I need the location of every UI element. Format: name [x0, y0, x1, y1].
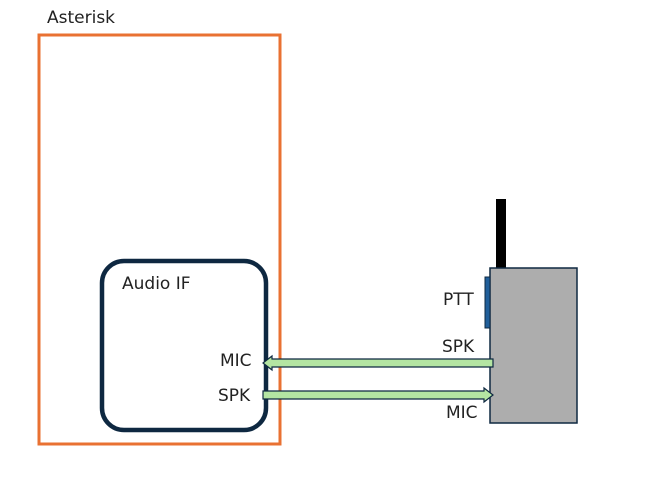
- audio-if-spk-label: SPK: [218, 386, 251, 406]
- audio-if-label: Audio IF: [122, 274, 191, 294]
- ptt-button: [484, 276, 491, 329]
- radio-spk-label: SPK: [442, 337, 475, 357]
- ptt-label: PTT: [443, 290, 474, 310]
- arrow-spk-to-radio-mic: [262, 386, 494, 404]
- audio-if-box: [99, 258, 269, 433]
- arrow-spk-to-mic: [262, 354, 494, 372]
- audio-if-mic-label: MIC: [220, 351, 252, 371]
- asterisk-box: [37, 33, 282, 446]
- asterisk-label: Asterisk: [47, 8, 116, 28]
- radio-body: [489, 267, 578, 424]
- antenna: [496, 199, 506, 269]
- radio-mic-label: MIC: [446, 403, 478, 423]
